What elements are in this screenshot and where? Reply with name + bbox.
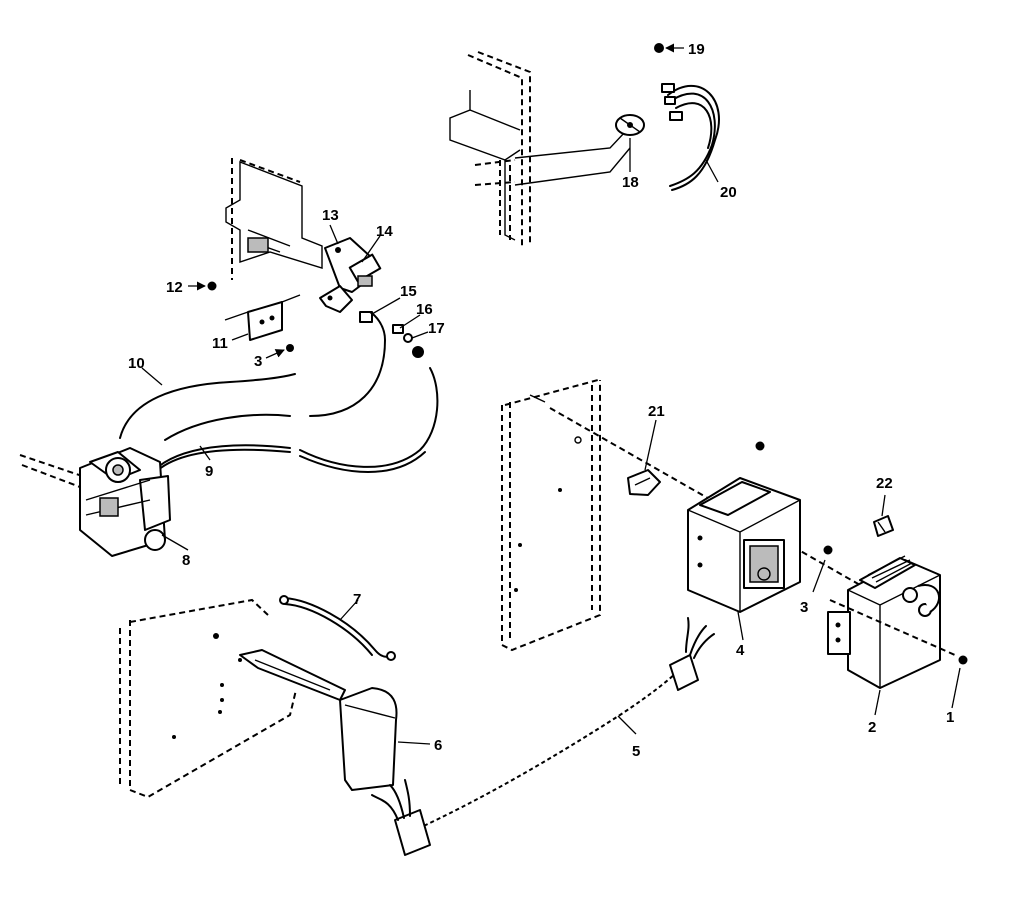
pilot-mount-bracket (225, 158, 323, 280)
screw-12 (207, 281, 217, 291)
screw-3-pilot (286, 344, 294, 352)
callout-16: 16 (416, 301, 433, 318)
pilot-plate-11 (224, 294, 301, 341)
lower-left-panel (119, 598, 297, 799)
callout-10: 10 (128, 355, 145, 372)
callout-18: 18 (622, 174, 639, 191)
pilot-fittings-15-17 (359, 311, 424, 358)
callout-15: 15 (400, 283, 417, 300)
callout-17: 17 (428, 320, 445, 337)
callout-2: 2 (868, 719, 876, 736)
callout-12: 12 (166, 279, 183, 296)
screw-1 (958, 655, 968, 665)
callout-13: 13 (322, 207, 339, 224)
callout-22: 22 (876, 475, 893, 492)
alignment-line-lower (829, 599, 956, 656)
pilot-tubing-9 (149, 311, 439, 476)
callout-19: 19 (688, 41, 705, 58)
callout-11: 11 (212, 335, 228, 352)
thermocouple-tube-10 (119, 373, 296, 439)
callout-labels: 19 18 20 13 14 12 15 16 17 11 3 10 9 8 2… (128, 41, 954, 760)
callout-5: 5 (632, 743, 640, 760)
callout-20: 20 (720, 184, 737, 201)
callout-21: 21 (648, 403, 665, 420)
screw-3-box (823, 545, 833, 555)
callout-7: 7 (353, 591, 361, 608)
limit-switch (615, 114, 645, 136)
upper-bracket-panel (449, 51, 631, 248)
armored-cable-5 (371, 617, 715, 856)
thermocouple-head-14 (348, 253, 382, 287)
callout-14: 14 (376, 223, 393, 240)
callout-3-pilot: 3 (254, 353, 262, 370)
wire-clip-21 (627, 469, 661, 496)
screw-top (755, 441, 765, 451)
gas-valve-8 (19, 447, 171, 557)
wire-nut-22 (873, 515, 894, 537)
jumper-wire-7 (279, 595, 396, 661)
callout-9: 9 (205, 463, 213, 480)
callout-6: 6 (434, 737, 442, 754)
callout-1: 1 (946, 709, 954, 726)
screw-19 (654, 43, 664, 53)
ignition-module-6 (239, 649, 398, 791)
callout-4: 4 (736, 642, 745, 659)
leader-lines (141, 43, 961, 745)
control-relay-2 (827, 555, 941, 689)
wire-harness-20 (661, 83, 720, 191)
junction-box-4 (687, 477, 801, 613)
control-mount-panel (501, 379, 601, 652)
callout-3-box: 3 (800, 599, 808, 616)
callout-8: 8 (182, 552, 190, 569)
